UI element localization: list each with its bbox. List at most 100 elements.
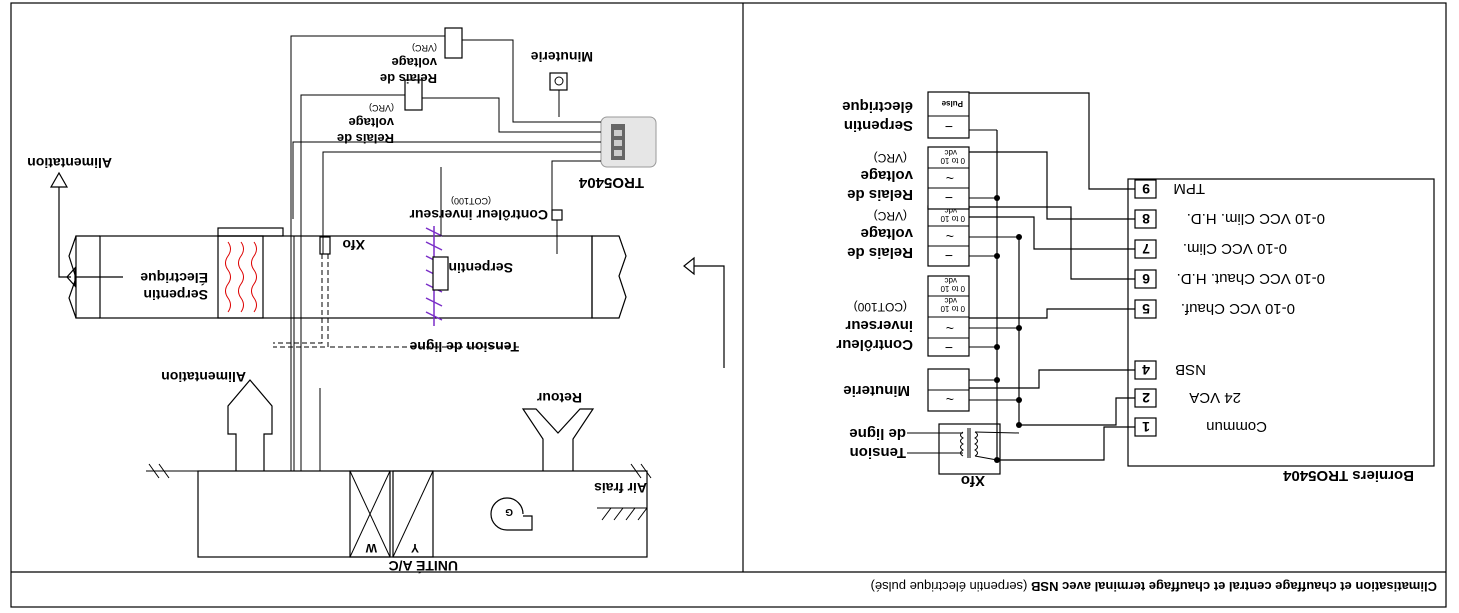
terminal-number: 1 (1142, 419, 1150, 435)
voltage-relay-2-device: − ~ 0 to 10 vdc (927, 146, 970, 210)
wire-clim-hd (944, 151, 1135, 220)
wire-chauf-hd (944, 206, 1135, 280)
tension-label-2: de ligne (849, 425, 906, 442)
terminal-number: 7 (1142, 241, 1150, 257)
duct-relay-2-label-2: voltage (391, 55, 437, 70)
terminal-number: 9 (1142, 181, 1150, 197)
electric-coil-label-2: électrique (842, 98, 913, 115)
reversing-controller-model: (COT100) (451, 196, 491, 206)
cooling-coil-label: Serpentin (448, 260, 513, 276)
timer-tilde: ~ (946, 391, 954, 407)
controller-vdc: 0 to 10 (940, 304, 965, 313)
duct-relay-1-label-3: (VRC) (369, 103, 394, 113)
duct-timer (549, 72, 568, 91)
terminal-label: TPM (1173, 180, 1205, 197)
thermostat-label: TRO5404 (578, 174, 644, 191)
terminal-row: 6 0-10 VCC Chaut. H.D. (1134, 269, 1325, 289)
hvac-schematic: UNITÉ A/C W Y G Air frais Retour Alime (27, 27, 725, 574)
duct-relay-2-label-3: (VRC) (412, 43, 437, 53)
relay2-label: Relais de (847, 186, 913, 203)
terminal-label: Commun (1206, 418, 1267, 435)
unit-y-label: Y (411, 541, 419, 555)
electric-heater-coil (217, 227, 284, 319)
outer-frame (10, 2, 1447, 608)
terminal-row: 9 TPM (1134, 179, 1205, 199)
controller-tilde: ~ (946, 320, 954, 336)
terminal-label: 0-10 VCC Chauf. (1181, 300, 1295, 317)
relay1-tilde: ~ (946, 228, 954, 244)
terminal-row: 7 0-10 VCC Clim. (1134, 239, 1287, 259)
terminal-label: 0-10 VCC Clim. (1183, 240, 1287, 257)
terminal-label: 24 VCA (1189, 389, 1241, 406)
reversing-controller-label: Contrôleur inverseur (409, 207, 548, 223)
terminal-block (1127, 178, 1435, 467)
terminal-label: 0-10 VCC Clim. H.D. (1187, 210, 1325, 227)
terminal-number: 6 (1142, 271, 1150, 287)
electric-coil-label: Serpentin (844, 117, 913, 134)
supply-duct (227, 379, 273, 471)
duct-timer-label: Minuterie (531, 49, 593, 65)
relay1-minus: − (945, 248, 953, 264)
terminal-label: 0-10 VCC Chaut. H.D. (1177, 270, 1325, 287)
controller-label: Contrôleur (836, 336, 913, 353)
timer-device: ~ (927, 368, 970, 412)
figure-caption: Climatisation et chauffage central et ch… (871, 579, 1437, 594)
return-duct (521, 408, 595, 471)
duct-relay-2 (444, 27, 463, 59)
terminal-number: 2 (1142, 390, 1150, 406)
fresh-air-label: Air frais (594, 480, 647, 496)
caption-bold: Climatisation et chauffage central et ch… (1031, 579, 1437, 594)
terminal-panel: Borniers TRO5404 1 Commun 2 24 VCA 4 NSB… (836, 91, 1435, 489)
duct-relay-2-label: Relais de (380, 71, 437, 86)
duct-relay-1-label: Relais de (337, 131, 394, 146)
duct-inlet-arrow (683, 256, 725, 368)
controller-vdc-2: 0 to 10 (940, 284, 965, 293)
terminal-row: 4 NSB (1134, 360, 1206, 380)
controller-label-2: inverseur (845, 317, 913, 334)
relay1-vdc-unit: vdc (945, 206, 957, 215)
duct-xfo-label: Xfo (342, 237, 365, 253)
supply-label-bottom: Alimentation (161, 369, 246, 385)
terminal-row: 8 0-10 VCC Clim. H.D. (1134, 209, 1325, 229)
coil-pulse: Pulse (941, 99, 963, 108)
wire-tpm (944, 92, 1135, 190)
unit-w-label: W (365, 541, 377, 555)
reversing-controller (551, 209, 563, 221)
controller-minus: − (945, 340, 953, 356)
caption-normal: (serpentin électrique pulsé) (871, 579, 1031, 594)
coil-minus: − (945, 119, 953, 135)
return-label: Retour (536, 390, 582, 406)
relay1-label: Relais de (847, 244, 913, 261)
relay1-vdc: 0 to 10 (940, 214, 965, 223)
relay2-vdc-unit: vdc (945, 148, 957, 157)
terminal-block-title: Borniers TRO5404 (1282, 467, 1414, 484)
wire-chauf (944, 308, 1135, 319)
ac-unit-title: UNITÉ A/C (389, 558, 458, 574)
thermostat-tro5404 (600, 116, 657, 168)
electric-heater-label: Serpentin (143, 287, 208, 303)
unit-w-box: W (349, 470, 391, 558)
controller-label-3: (COT100) (854, 300, 907, 314)
xfo-label: Xfo (961, 472, 985, 489)
relay1-label-3: (VRC) (874, 209, 907, 223)
terminal-number: 4 (1142, 362, 1150, 378)
relay2-vdc: 0 to 10 (940, 156, 965, 165)
fan-label: G (505, 506, 513, 517)
transformer-xfo (907, 423, 1020, 475)
wire-nsb (944, 369, 1135, 389)
relay2-label-3: (VRC) (874, 151, 907, 165)
controller-vdc-unit: vdc (945, 296, 957, 305)
terminal-number: 8 (1142, 211, 1150, 227)
relay2-label-2: voltage (860, 167, 913, 184)
relay2-minus: − (945, 190, 953, 206)
cooling-coil (425, 226, 449, 326)
tension-label: Tension (850, 444, 906, 461)
terminal-row: 5 0-10 VCC Chauf. (1134, 299, 1295, 319)
terminal-row: 1 Commun (1134, 417, 1267, 437)
wire-24vca (1019, 397, 1135, 426)
supply-label-right: Alimentation (27, 155, 112, 171)
relay2-tilde: ~ (946, 170, 954, 186)
timer-label: Minuterie (843, 382, 910, 399)
